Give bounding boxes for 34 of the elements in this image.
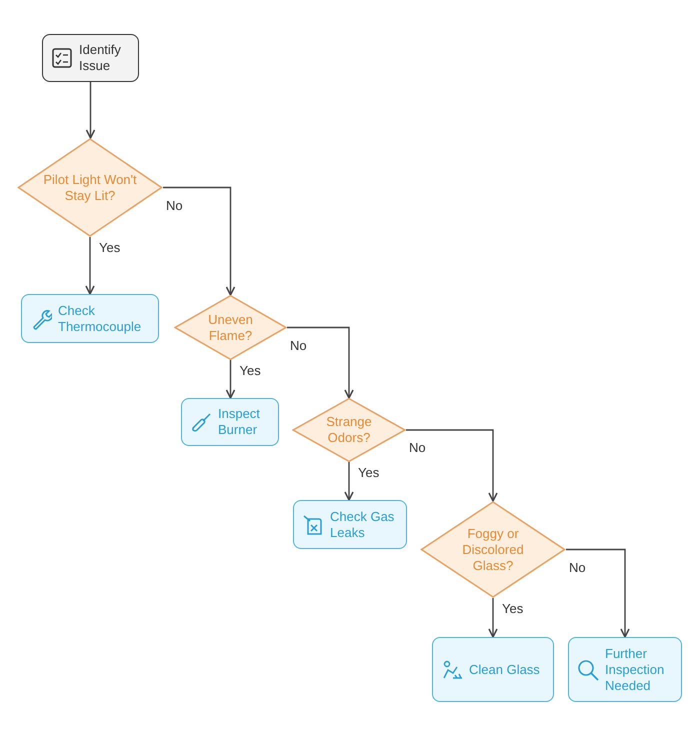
decision-diamond xyxy=(17,138,163,237)
arrow xyxy=(488,598,498,638)
question-text: Strange Odors? xyxy=(325,414,373,446)
edge-label: Yes xyxy=(501,601,524,616)
arrow xyxy=(163,186,236,296)
decision-diamond xyxy=(420,501,566,598)
arrow xyxy=(344,462,354,501)
arrow xyxy=(226,360,236,399)
start-box xyxy=(42,34,139,82)
step-text: Inspect Burner xyxy=(218,406,261,438)
arrow xyxy=(406,429,498,502)
question-text: Uneven Flame? xyxy=(207,312,254,344)
arrow xyxy=(86,82,96,139)
action-box xyxy=(293,500,407,549)
question-text: Pilot Light Won't Stay Lit? xyxy=(42,172,138,204)
action-box xyxy=(568,637,682,702)
step-text: Clean Glass xyxy=(469,662,540,678)
arrow xyxy=(85,237,95,295)
step-text: Further Inspection Needed xyxy=(605,646,666,694)
edge-label: No xyxy=(408,440,427,455)
step-text: Check Thermocouple xyxy=(58,302,142,334)
arrow xyxy=(566,548,630,638)
edge-label: Yes xyxy=(238,363,262,378)
decision-diamond xyxy=(292,398,406,462)
edge-label: Yes xyxy=(98,240,122,255)
decision-diamond xyxy=(174,295,287,360)
arrow xyxy=(287,326,354,399)
action-box xyxy=(21,294,159,343)
edge-label: Yes xyxy=(357,465,380,480)
action-box xyxy=(181,398,279,446)
step-text: Identify Issue xyxy=(79,42,122,74)
action-box xyxy=(432,637,554,702)
question-text: Foggy or Discolored Glass? xyxy=(461,526,525,574)
step-text: Check Gas Leaks xyxy=(330,508,396,540)
